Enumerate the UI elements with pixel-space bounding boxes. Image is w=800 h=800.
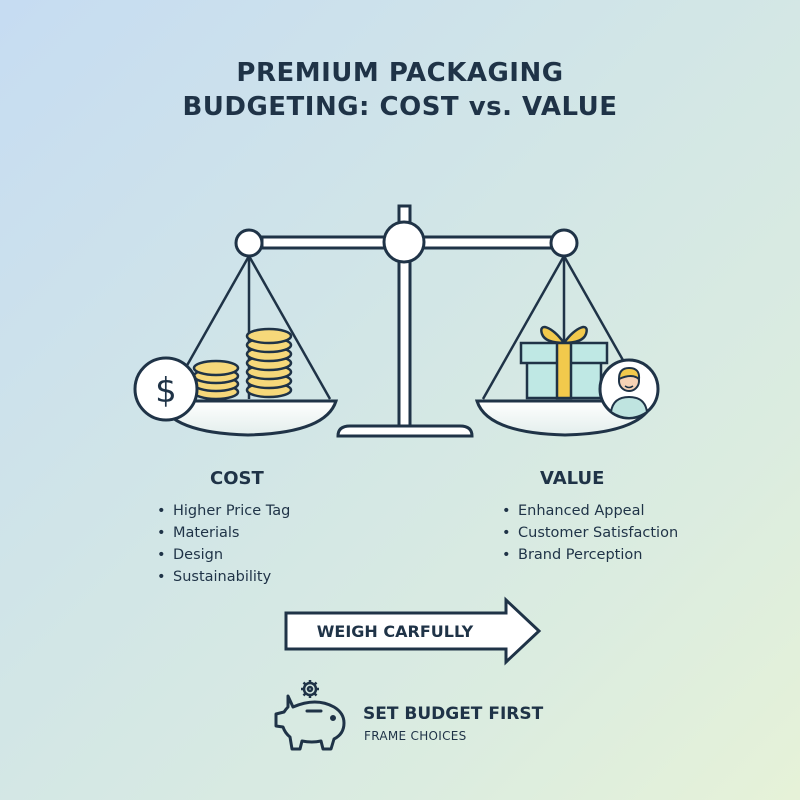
- list-item: Higher Price Tag: [157, 500, 290, 522]
- cost-list: Higher Price Tag Materials Design Sustai…: [157, 500, 290, 588]
- coin-stack-icon: [192, 327, 293, 401]
- dollar-icon: $: [133, 356, 199, 422]
- piggy-bank-icon: [274, 694, 346, 751]
- title-line-1: PREMIUM PACKAGING: [236, 58, 564, 88]
- value-list: Enhanced Appeal Customer Satisfaction Br…: [502, 500, 678, 566]
- value-heading: VALUE: [540, 468, 605, 489]
- set-budget-label: SET BUDGET FIRST: [363, 704, 544, 724]
- weigh-arrow-label: WEIGH CARFULLY: [316, 622, 474, 641]
- scale-post: [336, 204, 474, 438]
- list-item: Brand Perception: [502, 544, 678, 566]
- list-item: Enhanced Appeal: [502, 500, 678, 522]
- cost-heading: COST: [210, 468, 264, 489]
- dollar-symbol: $: [155, 371, 177, 411]
- list-item: Customer Satisfaction: [502, 522, 678, 544]
- left-beam-knob: [234, 228, 264, 258]
- gear-icon: [301, 680, 319, 698]
- right-beam-knob: [549, 228, 579, 258]
- list-item: Design: [157, 544, 290, 566]
- customer-avatar-icon: [598, 358, 660, 420]
- list-item: Sustainability: [157, 566, 290, 588]
- list-item: Materials: [157, 522, 290, 544]
- gift-box-icon: [519, 325, 609, 400]
- title-line-2: BUDGETING: COST vs. VALUE: [182, 92, 618, 122]
- weigh-arrow-shape: [284, 596, 542, 666]
- scale-pivot-knob: [382, 220, 426, 264]
- frame-choices-label: FRAME CHOICES: [364, 729, 467, 743]
- scale-base: [336, 424, 474, 438]
